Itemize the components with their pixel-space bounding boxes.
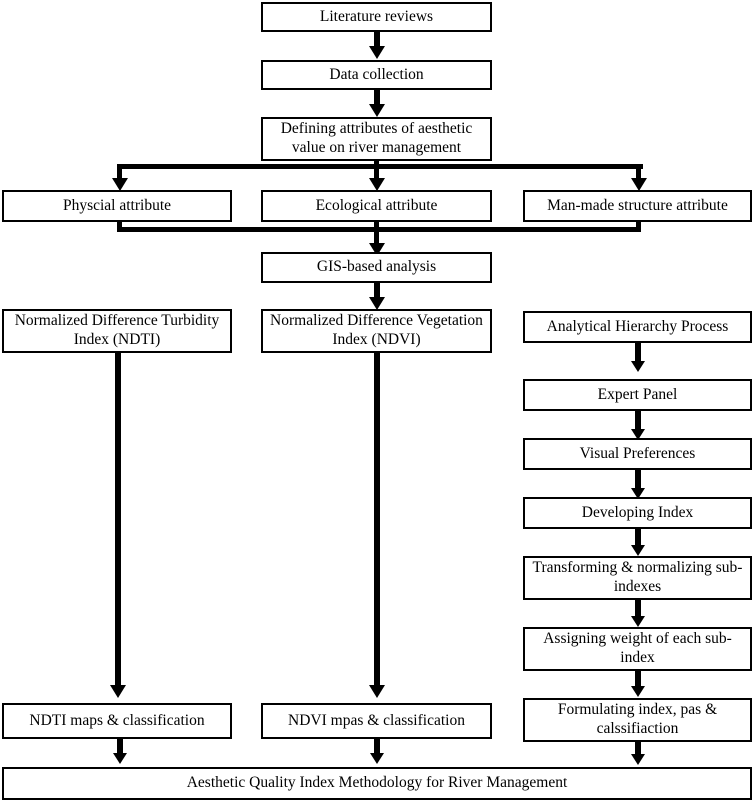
node-label-line2: Index (NDVI) (332, 331, 421, 348)
arrowhead-to-man-made (631, 178, 647, 191)
node-expert-panel: Expert Panel (523, 379, 752, 411)
node-gis-based-analysis: GIS-based analysis (261, 252, 492, 283)
node-physcial-attribute: Physcial attribute (2, 190, 232, 222)
node-label: Analytical Hierarchy Process (546, 317, 729, 335)
arrowhead-ahp-to-expert-panel (631, 361, 645, 372)
node-label-line2: index (620, 649, 655, 666)
arrowhead-visual-preferences-to-developing-index (631, 488, 645, 499)
connector-literature-to-data (374, 32, 380, 49)
connector-expert-panel-to-visual-preferences (635, 411, 641, 432)
node-label: NDTI maps & classification (29, 711, 205, 729)
node-label-line1: Defining attributes of aesthetic (280, 120, 473, 138)
arrowhead-developing-index-to-transforming (631, 545, 645, 556)
node-label: Man-made structure attribute (547, 196, 728, 214)
connector-assigning-weight-to-formulating (635, 671, 641, 689)
node-label: NDVI mpas & classification (288, 711, 465, 729)
node-label: Aesthetic Quality Index Methodology for … (186, 774, 568, 792)
arrowhead-expert-panel-to-visual-preferences (631, 429, 645, 440)
node-label-line2: Index (NDTI) (73, 331, 161, 348)
arrowhead-ndti-to-ndti-maps (110, 685, 126, 698)
node-analytical-hierarchy-process: Analytical Hierarchy Process (523, 311, 752, 343)
arrowhead-formulating-to-final (631, 754, 645, 765)
arrowhead-ndti-maps-to-final (113, 753, 127, 764)
node-label-line2: indexes (613, 578, 662, 595)
split-bus-drop-center (374, 164, 379, 182)
merge-bus-horizontal (117, 227, 641, 232)
node-label: Data collection (329, 65, 424, 83)
node-label: Ecological attribute (315, 196, 438, 214)
node-label: Expert Panel (597, 385, 678, 403)
node-label: Literature reviews (319, 7, 434, 25)
connector-ndti-to-ndti-maps (115, 353, 121, 689)
node-ndvi: Normalized Difference Vegetation Index (… (261, 309, 492, 353)
node-developing-index: Developing Index (523, 497, 752, 529)
node-ndti-maps-classification: NDTI maps & classification (2, 703, 232, 739)
node-label: Physcial attribute (62, 196, 172, 214)
arrowhead-ndvi-to-ndvi-maps (369, 685, 385, 698)
node-label-line2: calssifiaction (596, 720, 679, 737)
arrowhead-assigning-weight-to-formulating (631, 686, 645, 697)
connector-formulating-to-final (635, 742, 641, 757)
connector-ndvi-maps-to-final (374, 739, 380, 756)
arrowhead-ndvi-maps-to-final (370, 753, 384, 764)
node-ndti: Normalized Difference Turbidity Index (N… (2, 309, 232, 353)
node-data-collection: Data collection (261, 60, 492, 90)
connector-data-to-defining (374, 90, 380, 107)
connector-gis-to-ndvi (374, 283, 380, 300)
split-bus-drop-left (117, 164, 122, 182)
node-man-made-structure-attribute: Man-made structure attribute (523, 190, 752, 222)
connector-visual-preferences-to-developing-index (635, 470, 641, 491)
node-ndvi-maps-classification: NDVI mpas & classification (261, 703, 492, 739)
connector-ndvi-to-ndvi-maps (374, 353, 380, 689)
arrowhead-to-ecological (369, 178, 385, 191)
node-label: Developing Index (581, 503, 694, 521)
node-label-line1: Normalized Difference Turbidity (14, 312, 220, 330)
merge-bus-drop-to-gis (374, 227, 379, 247)
arrowhead-literature-to-data (369, 46, 385, 59)
node-transforming-normalizing-subindexes: Transforming & normalizing sub- indexes (523, 556, 752, 600)
node-assigning-weight-subindex: Assigning weight of each sub- index (523, 627, 752, 671)
split-bus-horizontal (119, 164, 643, 169)
arrowhead-transforming-to-assigning-weight (631, 616, 645, 627)
split-bus-drop-right (636, 164, 641, 182)
node-literature-reviews: Literature reviews (261, 2, 492, 32)
node-formulating-index: Formulating index, pas & calssifiaction (523, 698, 752, 742)
node-ecological-attribute: Ecological attribute (261, 190, 492, 222)
connector-ahp-to-expert-panel (635, 343, 641, 364)
node-visual-preferences: Visual Preferences (523, 438, 752, 470)
connector-ndti-maps-to-final (117, 739, 123, 756)
node-defining-attributes: Defining attributes of aesthetic value o… (261, 117, 492, 161)
node-label-line1: Assigning weight of each sub- (543, 630, 732, 648)
connector-developing-index-to-transforming (635, 529, 641, 548)
node-label-line2: value on river management (291, 139, 462, 156)
node-label-line1: Transforming & normalizing sub- (532, 559, 743, 577)
arrowhead-gis-to-ndvi (369, 297, 385, 310)
arrowhead-data-to-defining (369, 104, 385, 117)
node-label-line1: Normalized Difference Vegetation (270, 312, 483, 330)
arrowhead-to-physcial (112, 178, 128, 191)
connector-transforming-to-assigning-weight (635, 600, 641, 619)
node-final-output: Aesthetic Quality Index Methodology for … (2, 767, 752, 800)
node-label: Visual Preferences (579, 444, 696, 462)
node-label-line1: Formulating index, pas & (557, 701, 718, 719)
node-label: GIS-based analysis (316, 258, 437, 276)
